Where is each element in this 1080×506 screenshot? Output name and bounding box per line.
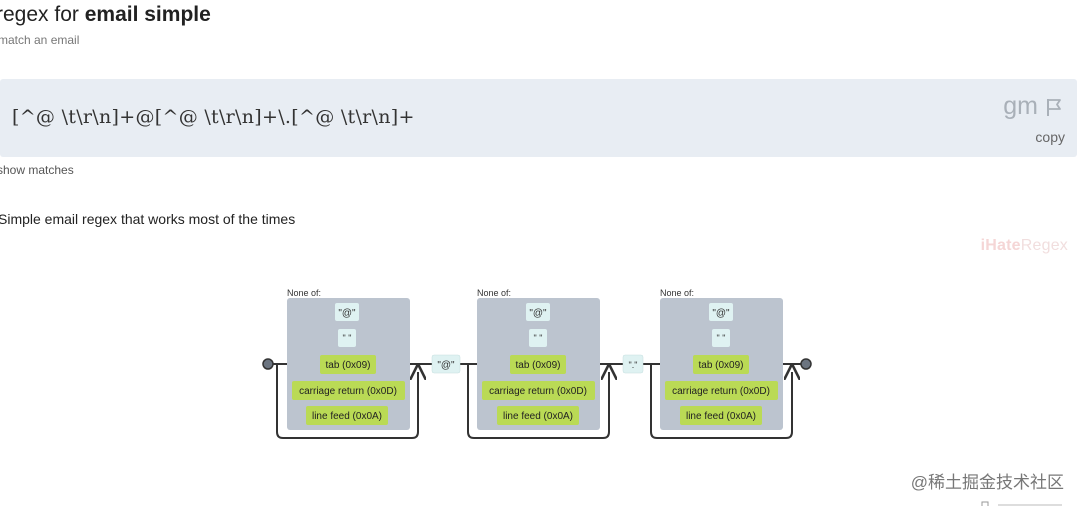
cut-off-footer-glyph [981,501,1062,506]
literal-label: "@" [437,360,455,371]
regex-description: Simple email regex that works most of th… [0,211,296,227]
ihateregex-watermark: iHateRegex [981,237,1068,255]
start-point [262,358,274,370]
group-label: None of: [660,288,694,298]
char-item-cr [292,381,405,400]
regex-pattern[interactable]: [^@ \t\r\n]+@[^@ \t\r\n]+\.[^@ \t\r\n]+ [12,106,415,128]
page-title: regex for email simple [0,2,211,28]
char-item-tab [693,355,749,374]
title-bold: email simple [84,3,211,26]
char-item-tab [320,355,376,374]
copy-button[interactable]: copy [1035,129,1065,145]
char-item-lf [497,406,579,425]
char-item-label: line feed (0x0A) [312,411,382,422]
char-item-at [335,303,359,321]
group-label: None of: [477,288,511,298]
page-subtitle: match an email [0,33,80,47]
char-item-label: tab (0x09) [515,360,560,371]
char-item-space [338,329,356,347]
group-label: None of: [287,288,321,298]
regex-box: [^@ \t\r\n]+@[^@ \t\r\n]+\.[^@ \t\r\n]+ … [0,79,1077,157]
char-item-at [526,303,550,321]
char-item-space [529,329,547,347]
show-matches-link[interactable]: show matches [0,163,74,177]
watermark-bold: iHate [980,237,1021,254]
char-group-2: None of: "@" " " tab (0x09) carriage ret… [467,288,609,439]
char-item-label: " " [534,333,543,343]
end-point [800,358,812,370]
flag-icon[interactable] [1045,97,1063,117]
char-item-lf [680,406,762,425]
char-item-label: carriage return (0x0D) [672,386,770,397]
char-item-label: " " [717,333,726,343]
char-item-label: "@" [529,308,547,319]
char-item-label: line feed (0x0A) [503,411,573,422]
char-item-label: carriage return (0x0D) [299,386,397,397]
char-group-3: None of: "@" " " tab (0x09) carriage ret… [650,288,792,439]
char-item-label: " " [343,333,352,343]
literal-at: "@" [431,354,461,374]
char-item-label: carriage return (0x0D) [489,386,587,397]
char-item-cr [665,381,778,400]
char-group-1: None of: "@" " " tab (0x09) carriage ret… [276,288,418,439]
char-item-cr [482,381,595,400]
char-item-label: tab (0x09) [325,360,370,371]
literal-dot: "." [622,354,644,374]
char-item-label: "@" [712,308,730,319]
char-item-label: tab (0x09) [698,360,743,371]
regex-flags: gm [1003,92,1038,120]
char-item-label: "@" [338,308,356,319]
site-watermark: @稀土掘金技术社区 [910,473,1064,492]
char-item-lf [306,406,388,425]
title-prefix: regex for [0,3,85,26]
char-item-tab [510,355,566,374]
literal-label: "." [629,360,638,370]
char-item-label: line feed (0x0A) [686,411,756,422]
char-item-at [709,303,733,321]
watermark-light: Regex [1020,237,1068,254]
char-item-space [712,329,730,347]
